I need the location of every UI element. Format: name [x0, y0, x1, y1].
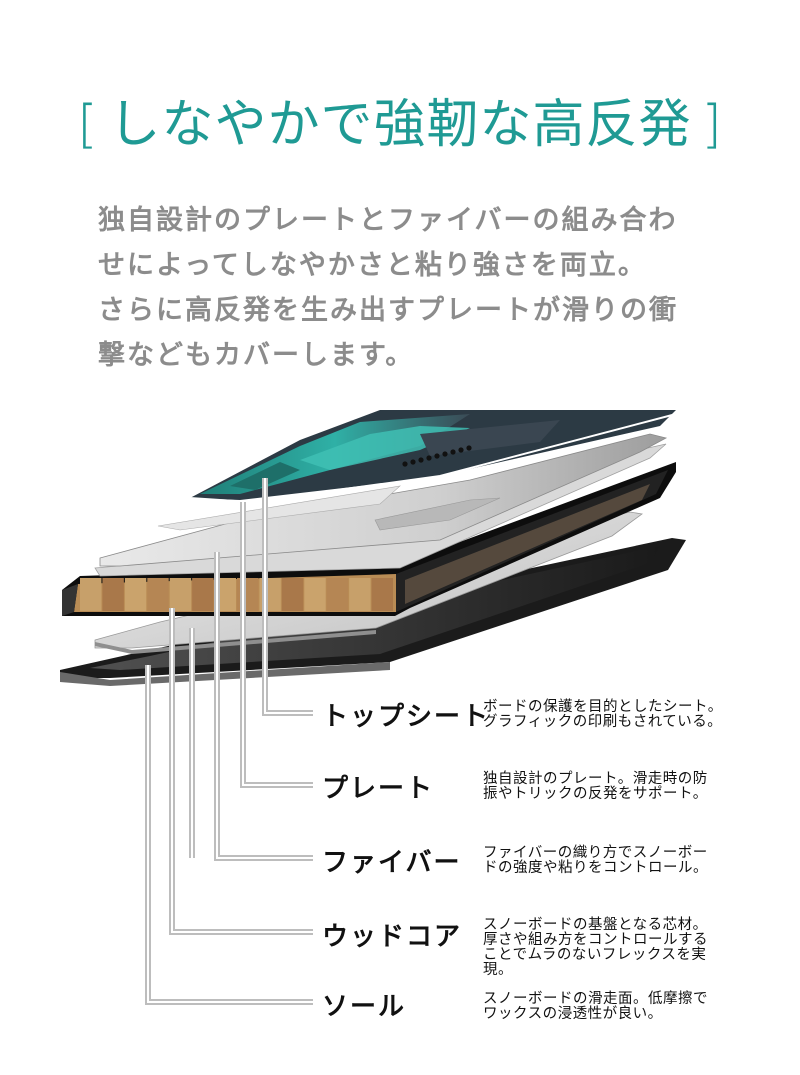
layer-label-plate: プレート	[322, 774, 435, 804]
wood-strip	[326, 578, 349, 611]
layer-desc-plate: 独自設計のプレート。滑走時の防 振やトリックの反発をサポート。	[483, 771, 708, 802]
top-sheet-layer	[189, 410, 677, 504]
layer-label-fiber: ファイバー	[322, 848, 462, 878]
intro-paragraph: 独自設計のプレートとファイバーの組み合わ せによってしなやかさと粘り強さを両立。…	[98, 198, 718, 378]
intro-line: 撃などもカバーします。	[98, 340, 415, 371]
intro-line: 独自設計のプレートとファイバーの組み合わ	[98, 205, 678, 236]
layer-label-sole: ソール	[322, 992, 407, 1022]
wood-strip	[80, 578, 102, 611]
wood-strip	[259, 578, 281, 611]
page-title: [しなやかで強靭な高反発]	[0, 82, 800, 157]
wood-strip	[304, 578, 326, 611]
wood-strip	[281, 578, 304, 611]
wood-strip	[371, 578, 393, 611]
wood-strip	[237, 578, 259, 611]
wood-strip	[124, 578, 147, 611]
wood-strip	[147, 578, 169, 611]
wood-strip	[214, 578, 236, 611]
wood-strip	[169, 578, 192, 611]
intro-line: さらに高反発を生み出すプレートが滑りの衝	[98, 295, 678, 326]
title-text: しなやかで強靭な高反発	[108, 95, 692, 155]
layer-label-topsheet: トップシート	[322, 702, 491, 732]
wood-strip	[192, 578, 214, 611]
wood-strip	[102, 578, 124, 611]
layer-desc-woodcore: スノーボードの基盤となる芯材。 厚さや組み方をコントロールする ことでムラのない…	[483, 917, 708, 978]
layer-desc-sole: スノーボードの滑走面。低摩擦で ワックスの浸透性が良い。	[483, 991, 708, 1022]
intro-line: せによってしなやかさと粘り強さを両立。	[98, 250, 647, 281]
title-close-bracket: ]	[701, 95, 723, 155]
layer-label-woodcore: ウッドコア	[322, 922, 463, 952]
layer-desc-topsheet: ボードの保護を目的としたシート。 グラフィックの印刷もされている。	[483, 699, 723, 730]
layer-desc-fiber: ファイバーの織り方でスノーボー ドの強度や粘りをコントロール。	[483, 845, 708, 876]
title-open-bracket: [	[77, 95, 99, 155]
wood-strip	[349, 578, 371, 611]
